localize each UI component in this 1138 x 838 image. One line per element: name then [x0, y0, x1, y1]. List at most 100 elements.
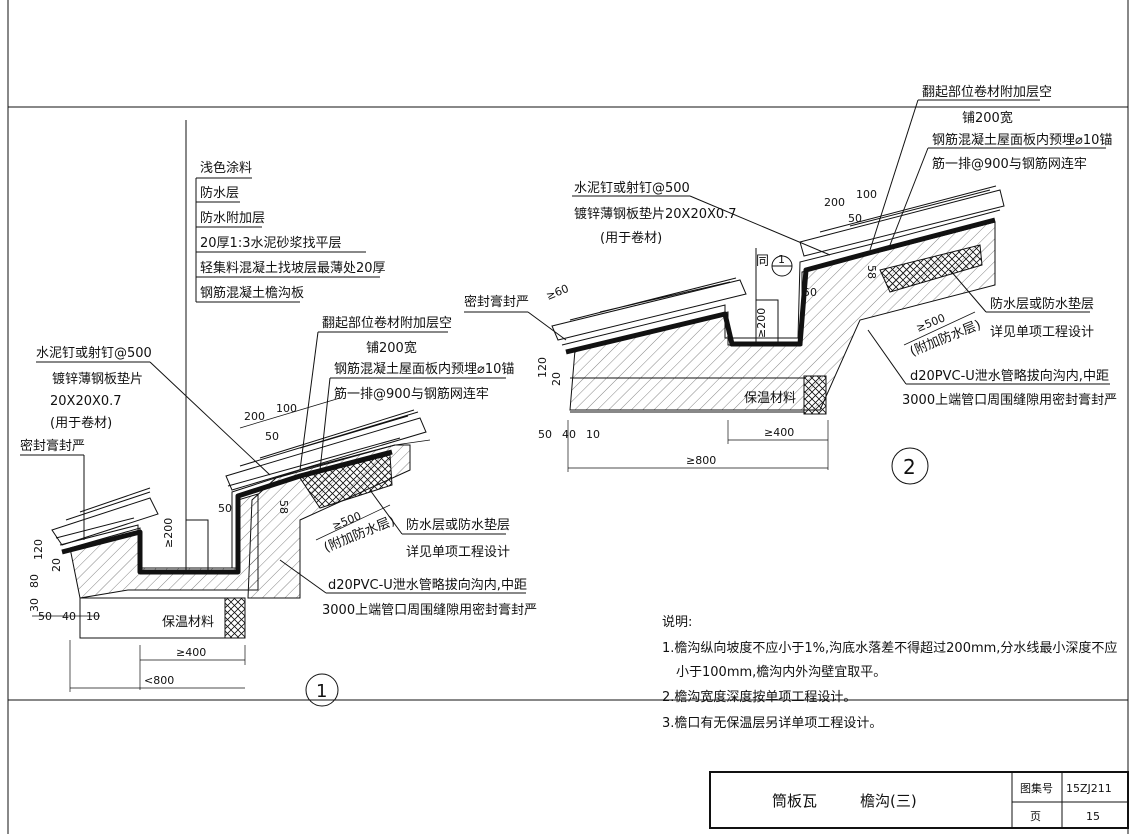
- sheet-frame: [7, 0, 1129, 834]
- waterproof-label-1-d2: 防水层或防水垫层: [990, 296, 1094, 312]
- washer-label: 镀锌薄钢板垫片: [52, 371, 143, 387]
- drain-note-2: d20PVC-U泄水管略拔向沟内,中距 3000上端管口周围缝隙用密封膏封严: [867, 329, 1117, 408]
- dim-50c: 50: [38, 610, 52, 623]
- nail-note-2: 水泥钉或射钉@500 镀锌薄钢板垫片20X20X0.7 (用于卷材): [572, 180, 831, 256]
- notes-block: 说明: 1.檐沟纵向坡度不应小于1%,沟底水落差不得超过200mm,分水线最小深…: [662, 615, 1117, 731]
- layer-label-6: 钢筋混凝土檐沟板: [200, 285, 304, 301]
- detail-1: 浅色涂料 防水层 防水附加层 20厚1:3水泥砂浆找平层 轻集料混凝土找坡层最薄…: [20, 120, 537, 707]
- roof-tiles-2: [551, 185, 1005, 341]
- dim-58: 58: [277, 500, 290, 514]
- waterproof-label-1: 防水层或防水垫层: [406, 517, 510, 533]
- layer-label-3: 防水附加层: [200, 210, 265, 226]
- dim-50c-d2: 50: [538, 428, 552, 441]
- dim-10: 10: [86, 610, 100, 623]
- roof-tiles-1: [51, 409, 427, 546]
- title-name: 筒板瓦: [772, 792, 817, 810]
- detail-2: 翻起部位卷材附加层空 铺200宽 钢筋混凝土屋面板内预埋⌀10锚 筋一排@900…: [464, 84, 1117, 485]
- flash-note-2: 翻起部位卷材附加层空 铺200宽: [869, 84, 1052, 251]
- drain-label-2: 3000上端管口周围缝隙用密封膏封严: [322, 602, 537, 618]
- layer-label-1: 浅色涂料: [200, 160, 252, 176]
- atlas-label: 图集号: [1020, 781, 1053, 795]
- anchor-label-1-d2: 钢筋混凝土屋面板内预埋⌀10锚: [932, 132, 1112, 148]
- dim-50b: 50: [218, 502, 232, 515]
- layer-label-4: 20厚1:3水泥砂浆找平层: [200, 236, 341, 251]
- roll-note: (用于卷材): [50, 415, 112, 431]
- atlas-number: 15ZJ211: [1066, 782, 1112, 795]
- extra-layer-1: (附加防水层) ≥500: [315, 504, 397, 556]
- dim-20-d2: 20: [550, 372, 563, 386]
- washer-size: 20X20X0.7: [50, 394, 122, 409]
- anchor-label-2: 筋一排@900与钢筋网连牢: [334, 386, 489, 402]
- note-item-2: 2.檐沟宽度深度按单项工程设计。: [662, 689, 856, 705]
- dim-10-d2: 10: [586, 428, 600, 441]
- drain-label-1-d2: d20PVC-U泄水管略拔向沟内,中距: [910, 368, 1109, 384]
- title-subject: 檐沟(三): [860, 792, 917, 810]
- dim-200v-d2: ≥200: [755, 308, 768, 338]
- seal-label-d2: 密封膏封严: [464, 294, 529, 310]
- dim-50: 50: [265, 430, 279, 443]
- nail-note-1: 水泥钉或射钉@500 镀锌薄钢板垫片 20X20X0.7 (用于卷材): [36, 345, 271, 476]
- seal-label: 密封膏封严: [20, 438, 85, 454]
- dim-20: 20: [50, 558, 63, 572]
- dim-100: 100: [276, 402, 297, 415]
- layer-label-2: 防水层: [200, 185, 239, 201]
- dim-30: 30: [28, 598, 41, 612]
- dimensions-1: 200 100 50 58 50 ≥200 120 20 80 30 50 40…: [28, 397, 341, 692]
- layer-label-5: 轻集料混凝土找坡层最薄处20厚: [200, 260, 386, 276]
- drain-label-1: d20PVC-U泄水管略拔向沟内,中距: [328, 577, 527, 593]
- note-item-1b: 小于100mm,檐沟内外沟壁宜取平。: [676, 664, 886, 680]
- drain-note-1: d20PVC-U泄水管略拔向沟内,中距 3000上端管口周围缝隙用密封膏封严: [279, 559, 537, 618]
- dim-50b-d2: 50: [803, 286, 817, 299]
- same-ref-number: 1: [778, 253, 785, 266]
- note-item-1: 1.檐沟纵向坡度不应小于1%,沟底水落差不得超过200mm,分水线最小深度不应: [662, 640, 1117, 656]
- dim-120: 120: [32, 539, 45, 560]
- flash-note-1: 翻起部位卷材附加层空 铺200宽: [299, 315, 452, 471]
- flash-label-1-d2: 翻起部位卷材附加层空: [922, 84, 1052, 100]
- waterproof-label-2: 详见单项工程设计: [406, 545, 510, 560]
- notes-title: 说明:: [662, 615, 692, 630]
- dim-58-d2: 58: [865, 265, 878, 279]
- anchor-label-2-d2: 筋一排@900与钢筋网连牢: [932, 156, 1087, 172]
- anchor-note-2: 钢筋混凝土屋面板内预埋⌀10锚 筋一排@900与钢筋网连牢: [889, 132, 1112, 246]
- insulation-label-2: 保温材料: [744, 391, 796, 406]
- anchor-label-1: 钢筋混凝土屋面板内预埋⌀10锚: [334, 361, 514, 377]
- dim-400: ≥400: [176, 646, 206, 659]
- extra-layer-2: (附加防水层) ≥500: [903, 311, 983, 360]
- dim-200: 200: [244, 410, 265, 423]
- detail-number-1: 1: [316, 681, 327, 702]
- dim-60-d2: ≥60: [544, 282, 570, 303]
- insulation-label-1: 保温材料: [162, 615, 214, 630]
- seal-note-1: 密封膏封严: [20, 438, 85, 540]
- dim-120-d2: 120: [536, 357, 549, 378]
- waterproof-note-1: 防水层或防水垫层 详见单项工程设计: [369, 489, 510, 560]
- dim-200v: ≥200: [162, 518, 175, 548]
- layer-callout-1: 浅色涂料 防水层 防水附加层 20厚1:3水泥砂浆找平层 轻集料混凝土找坡层最薄…: [195, 160, 386, 303]
- dim-80: 80: [28, 574, 41, 588]
- dimensions-2: 200 100 50 58 50 ≥200 ≥60 120 20 50 40 1…: [536, 188, 878, 472]
- title-block: 筒板瓦 檐沟(三) 图集号 15ZJ211 页 15: [709, 771, 1129, 829]
- same-mark: 同: [756, 254, 769, 269]
- dim-800: <800: [144, 674, 174, 687]
- drain-label-2-d2: 3000上端管口周围缝隙用密封膏封严: [902, 392, 1117, 408]
- dim-200-d2: 200: [824, 196, 845, 209]
- flash-label-1: 翻起部位卷材附加层空: [322, 315, 452, 331]
- nail-label-d2: 水泥钉或射钉@500: [574, 180, 690, 196]
- dim-400-d2: ≥400: [764, 426, 794, 439]
- same-ref: 同 1: [756, 253, 793, 277]
- dim-100-d2: 100: [856, 188, 877, 201]
- washer-label-d2: 镀锌薄钢板垫片20X20X0.7: [574, 206, 737, 222]
- anchor-note-1: 钢筋混凝土屋面板内预埋⌀10锚 筋一排@900与钢筋网连牢: [319, 361, 514, 471]
- waterproof-note-2: 防水层或防水垫层 详见单项工程设计: [949, 269, 1094, 340]
- page-number: 15: [1086, 810, 1100, 823]
- detail-number-2: 2: [903, 455, 916, 479]
- note-item-3: 3.檐口有无保温层另详单项工程设计。: [662, 716, 882, 731]
- dim-40: 40: [62, 610, 76, 623]
- flash-label-2: 铺200宽: [366, 340, 417, 356]
- dim-50-d2: 50: [848, 212, 862, 225]
- roll-note-d2: (用于卷材): [600, 230, 662, 246]
- seal-note-2: 密封膏封严: [464, 294, 567, 341]
- dim-800-d2: ≥800: [686, 454, 716, 467]
- page-label: 页: [1030, 810, 1041, 823]
